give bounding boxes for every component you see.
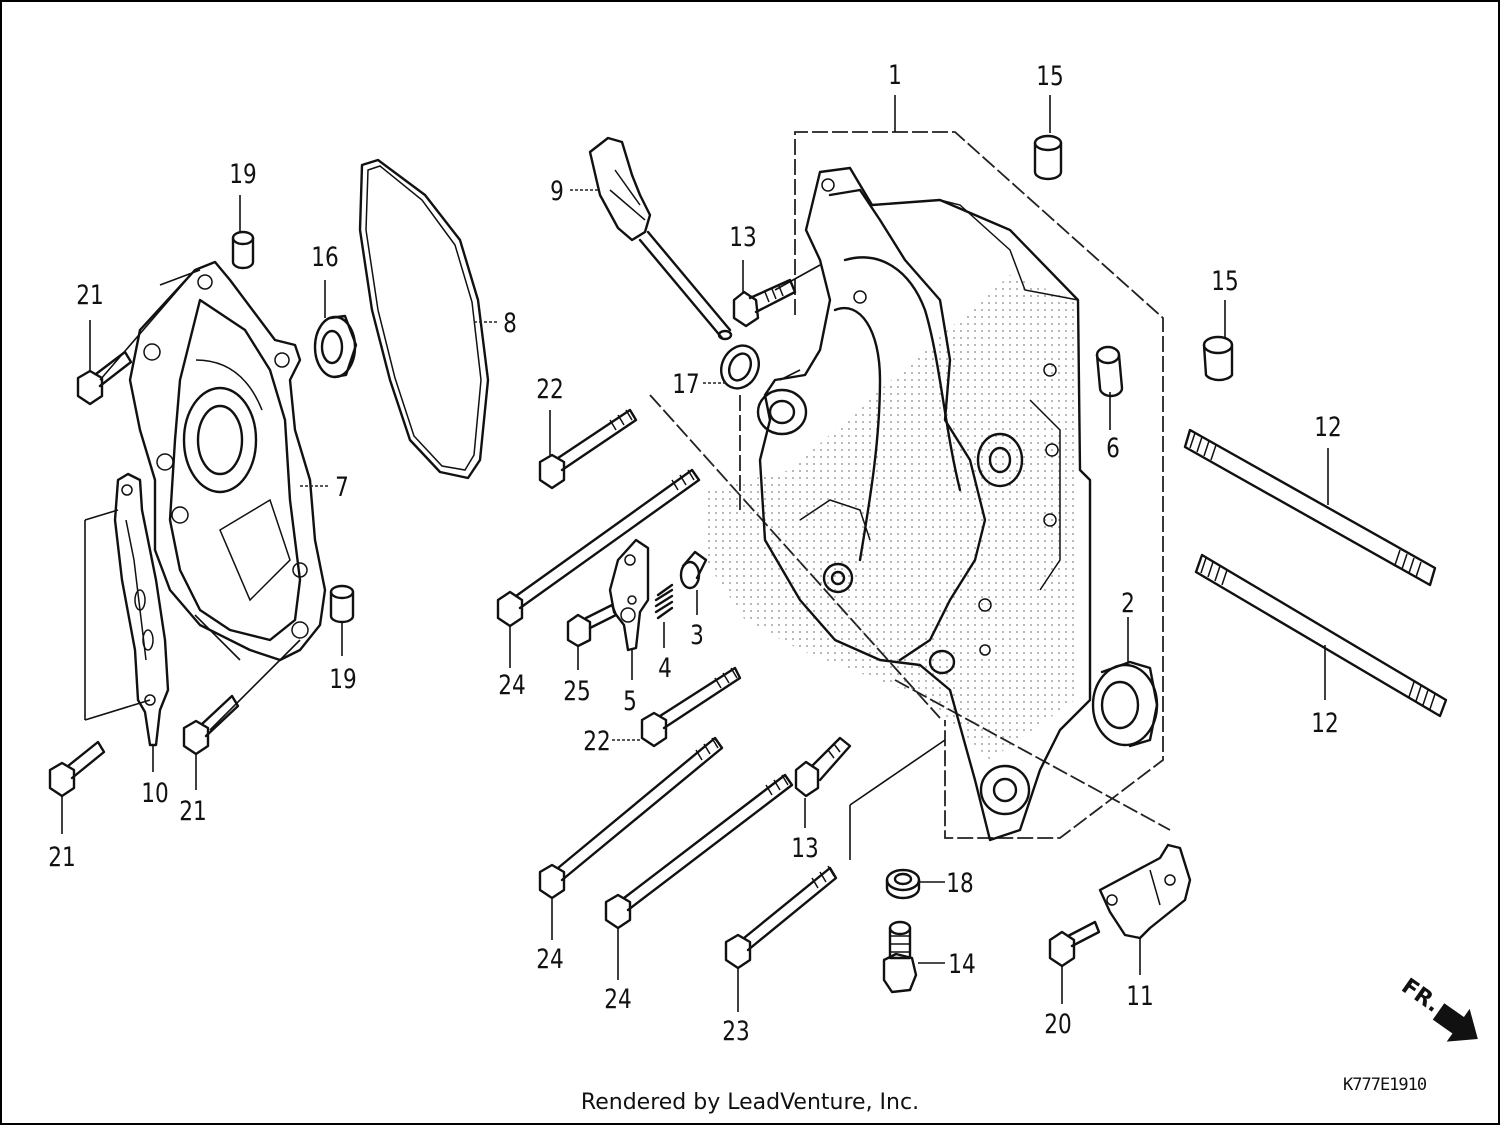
oil-seal[interactable] (313, 314, 358, 379)
label-part-25[interactable]: 25 (563, 675, 590, 707)
washer-18[interactable] (885, 868, 921, 900)
label-part-23[interactable]: 23 (722, 1015, 749, 1047)
bolt-21-middle[interactable] (182, 694, 240, 756)
guide-plate-10[interactable] (113, 472, 170, 747)
label-part-5[interactable]: 5 (623, 685, 637, 717)
front-direction-indicator: FR. (1385, 974, 1485, 1069)
label-part-11[interactable]: 11 (1126, 980, 1153, 1012)
label-part-15-upper[interactable]: 15 (1036, 60, 1063, 92)
label-part-24-upper[interactable]: 24 (498, 669, 525, 701)
bolt-25[interactable] (566, 603, 618, 648)
stud-bolt-upper[interactable] (1183, 428, 1437, 587)
bolt-22-upper[interactable] (538, 408, 638, 490)
bolt-21-lower[interactable] (48, 740, 106, 798)
drain-bolt-14[interactable] (882, 920, 918, 994)
bolt-24-lower[interactable] (604, 773, 794, 930)
leader-lines (61, 95, 1329, 1012)
label-part-12-lower[interactable]: 12 (1311, 707, 1338, 739)
bolt-22-lower[interactable] (640, 666, 742, 748)
label-part-22-lower[interactable]: 22 (583, 725, 610, 757)
plunger-cap[interactable] (679, 550, 708, 590)
label-part-10[interactable]: 10 (141, 777, 168, 809)
label-part-22-upper[interactable]: 22 (536, 373, 563, 405)
oil-dipstick[interactable] (588, 136, 733, 341)
dowel-pin-19-lower[interactable] (329, 584, 355, 624)
right-crankcase-cover[interactable] (705, 166, 1092, 842)
label-part-19-upper[interactable]: 19 (229, 158, 256, 190)
label-part-20[interactable]: 20 (1044, 1008, 1071, 1040)
crankcase-cover-7[interactable] (128, 260, 327, 662)
label-part-18[interactable]: 18 (946, 867, 973, 899)
dowel-pin-19-upper[interactable] (231, 230, 255, 270)
label-part-3[interactable]: 3 (690, 619, 704, 651)
label-part-16[interactable]: 16 (311, 241, 338, 273)
bolt-23[interactable] (724, 865, 838, 970)
label-part-21-middle[interactable]: 21 (179, 795, 206, 827)
bolt-13-lower[interactable] (794, 736, 852, 798)
bolt-24-upper[interactable] (496, 468, 701, 628)
label-part-24-middle[interactable]: 24 (536, 943, 563, 975)
label-part-13-upper[interactable]: 13 (729, 221, 756, 253)
stud-bolt-lower[interactable] (1194, 553, 1448, 718)
label-part-7[interactable]: 7 (335, 471, 349, 503)
label-part-12-upper[interactable]: 12 (1314, 411, 1341, 443)
dowel-pin-6[interactable] (1095, 345, 1124, 398)
bolt-24-middle[interactable] (538, 736, 724, 900)
stopper-arm[interactable] (608, 538, 650, 652)
bracket-11[interactable] (1098, 843, 1192, 940)
footer-credit: Rendered by LeadVenture, Inc. (580, 1090, 920, 1115)
dowel-pin-15-upper[interactable] (1033, 134, 1063, 181)
label-part-21-lower[interactable]: 21 (48, 841, 75, 873)
label-part-15-right[interactable]: 15 (1211, 265, 1238, 297)
label-part-2[interactable]: 2 (1121, 587, 1135, 619)
label-part-19-lower[interactable]: 19 (329, 663, 356, 695)
spring[interactable] (654, 583, 674, 620)
front-direction-label: FR. (1397, 975, 1445, 1018)
label-part-24-lower[interactable]: 24 (604, 983, 631, 1015)
label-part-14[interactable]: 14 (948, 948, 975, 980)
bolt-13-upper[interactable] (732, 278, 797, 328)
bolt-20[interactable] (1048, 920, 1101, 968)
label-part-21-upper[interactable]: 21 (76, 279, 103, 311)
cover-gasket[interactable] (358, 158, 490, 480)
dowel-pin-15-right[interactable] (1202, 335, 1234, 382)
bearing[interactable] (1091, 660, 1159, 748)
label-part-6[interactable]: 6 (1106, 432, 1120, 464)
label-part-4[interactable]: 4 (658, 652, 672, 684)
arrow-right-icon (1432, 1003, 1478, 1042)
label-part-8[interactable]: 8 (503, 307, 517, 339)
diagram-code: K777E1910 (1343, 1075, 1427, 1095)
label-part-9[interactable]: 9 (550, 175, 564, 207)
label-part-13-lower[interactable]: 13 (791, 832, 818, 864)
part-labels: 1 2 3 4 5 6 7 8 9 10 11 12 12 13 13 14 1… (48, 59, 1341, 1047)
label-part-1[interactable]: 1 (888, 59, 902, 91)
sealing-washer[interactable] (714, 339, 765, 394)
bolt-21-upper[interactable] (76, 350, 133, 406)
label-part-17[interactable]: 17 (672, 368, 699, 400)
